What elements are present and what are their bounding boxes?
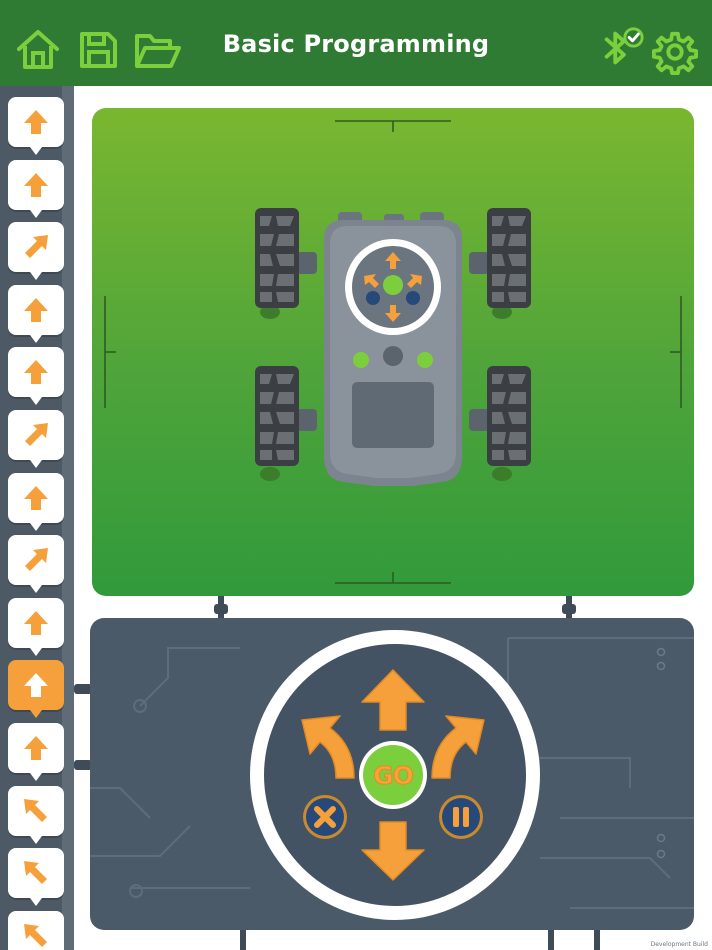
- curved-arrow-left-icon: [301, 715, 355, 779]
- forward-button[interactable]: [360, 668, 426, 732]
- bluetooth-button[interactable]: [596, 24, 646, 72]
- arrow-forward-icon: [24, 298, 48, 322]
- arrow-turn-left-icon: [24, 799, 47, 822]
- arrow-forward-icon: [24, 736, 48, 760]
- sequence-rail-track: [62, 86, 74, 950]
- connector-foot: [214, 604, 228, 614]
- arrow-up-icon: [361, 669, 425, 731]
- field-guide-marks: [104, 120, 682, 584]
- arrow-turn-left-icon: [24, 924, 47, 947]
- arrow-turn-right-icon: [25, 235, 48, 258]
- build-note: Development Build: [650, 941, 708, 948]
- open-folder-icon: [135, 34, 181, 68]
- sequence-step-turn-left[interactable]: [8, 786, 64, 844]
- sequence-step-turn-right[interactable]: [8, 410, 64, 468]
- sequence-step-forward[interactable]: [8, 97, 64, 155]
- arrow-turn-left-icon: [24, 861, 47, 884]
- go-button-circle: [359, 741, 427, 809]
- sequence-step-turn-left[interactable]: [8, 848, 64, 906]
- robot-top-view: [255, 208, 531, 486]
- connector-foot: [74, 684, 92, 694]
- sequence-step-forward[interactable]: [8, 285, 64, 343]
- bluetooth-connected-icon: [604, 27, 644, 65]
- arrow-forward-icon: [24, 173, 48, 197]
- home-button[interactable]: [14, 26, 62, 74]
- connector: [548, 930, 554, 950]
- connector: [240, 930, 246, 950]
- sequence-step-forward[interactable]: [8, 598, 64, 656]
- connector: [594, 930, 600, 950]
- sequence-step-turn-left[interactable]: [8, 911, 64, 950]
- arrow-forward-icon: [24, 611, 48, 635]
- sequence-step-turn-right[interactable]: [8, 535, 64, 593]
- settings-button[interactable]: [652, 29, 698, 75]
- turn-left-button[interactable]: [300, 714, 358, 780]
- simulation-field: [92, 108, 694, 596]
- arrow-forward-icon: [24, 486, 48, 510]
- arrow-down-icon: [361, 821, 425, 881]
- clear-button[interactable]: [302, 794, 348, 840]
- sequence-step-forward[interactable]: [8, 347, 64, 405]
- wheel-group: [255, 208, 531, 466]
- arrow-forward-icon: [24, 110, 48, 134]
- turn-right-button[interactable]: [428, 714, 486, 780]
- save-button[interactable]: [74, 26, 122, 74]
- home-icon: [17, 30, 59, 69]
- save-icon: [80, 32, 117, 68]
- arrow-turn-right-icon: [25, 548, 48, 571]
- close-icon: [303, 795, 347, 839]
- backward-button[interactable]: [360, 820, 426, 882]
- page-title: Basic Programming: [222, 30, 490, 58]
- pause-icon: [439, 795, 483, 839]
- sequence-list[interactable]: [0, 0, 74, 950]
- sequence-step-forward[interactable]: [8, 660, 64, 718]
- arrow-forward-icon: [24, 360, 48, 384]
- connector-foot: [74, 760, 92, 770]
- sequence-step-turn-right[interactable]: [8, 222, 64, 280]
- arrow-forward-icon: [24, 673, 48, 697]
- sequence-step-forward[interactable]: [8, 723, 64, 781]
- go-button[interactable]: GO: [358, 740, 428, 810]
- arrow-turn-right-icon: [25, 423, 48, 446]
- sequence-step-forward[interactable]: [8, 473, 64, 531]
- pause-button[interactable]: [438, 794, 484, 840]
- sequence-step-forward[interactable]: [8, 160, 64, 218]
- curved-arrow-right-icon: [431, 715, 485, 779]
- header-bar: Basic Programming: [0, 0, 712, 86]
- gear-icon: [652, 31, 698, 75]
- connector-foot: [562, 604, 576, 614]
- open-button[interactable]: [132, 26, 184, 74]
- go-button-label: GO: [373, 760, 415, 790]
